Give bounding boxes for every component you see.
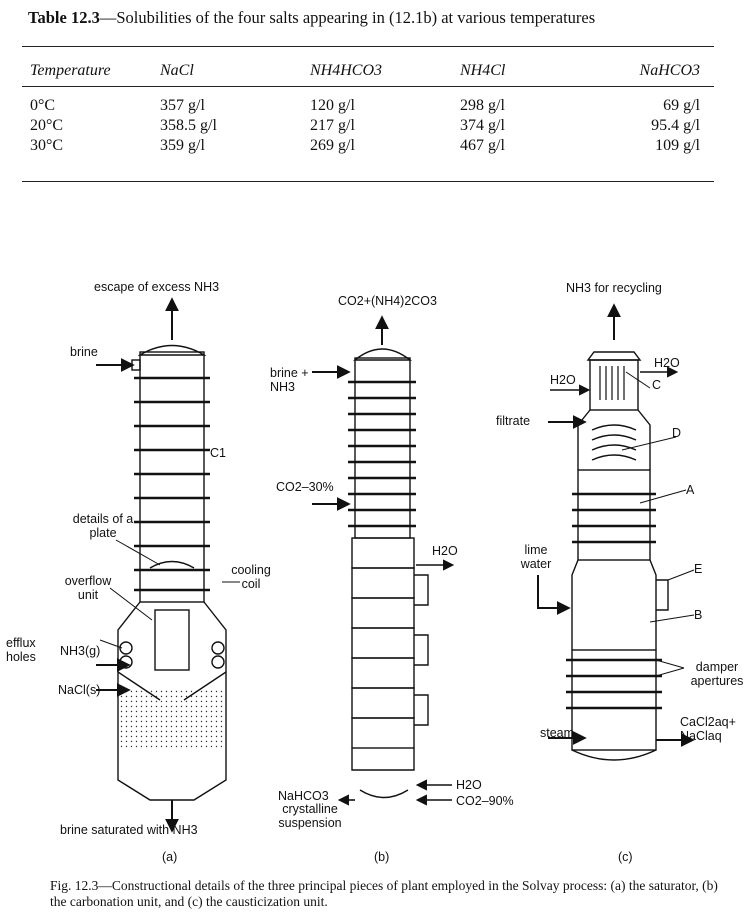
a-bottom-label: brine saturated with NH3 xyxy=(60,823,198,837)
b-h2o-bottom-label: H2O xyxy=(456,778,482,792)
a-top-label: escape of excess NH3 xyxy=(94,280,220,294)
cell-nacl: 359 g/l xyxy=(160,137,205,154)
c-lime-label: lime water xyxy=(520,543,552,571)
cell-nh4cl: 467 g/l xyxy=(460,137,505,154)
cell-nh4cl: 374 g/l xyxy=(460,117,505,134)
cell-nh4hco3: 269 g/l xyxy=(310,137,355,154)
b-h2o-top-label: H2O xyxy=(432,544,458,558)
cell-nahco3: 109 g/l xyxy=(655,137,700,154)
c-top-label: NH3 for recycling xyxy=(566,281,662,295)
causticization-unit-drawing xyxy=(537,303,695,761)
c-filtrate-label: filtrate xyxy=(496,414,531,428)
header-nh4hco3: NH4HCO3 xyxy=(310,62,383,79)
b-nahco3-label: NaHCO3 xyxy=(278,789,329,803)
header-nahco3: NaHCO3 xyxy=(639,62,700,79)
b-tag: (b) xyxy=(374,850,390,864)
cell-temp: 0°C xyxy=(30,97,56,114)
c-d-label: D xyxy=(672,426,682,440)
c-cacl-label: CaCl2aq+ NaClaq xyxy=(680,715,736,743)
c-b-label: B xyxy=(694,608,703,622)
solubility-table: Temperature NaCl NH4HCO3 NH4Cl NaHCO3 0°… xyxy=(22,56,714,156)
cell-temp: 20°C xyxy=(30,117,64,134)
table-header-rule xyxy=(22,86,714,87)
cell-nahco3: 69 g/l xyxy=(663,97,700,114)
cell-nacl: 357 g/l xyxy=(160,97,205,114)
table-row: 0°C 357 g/l 120 g/l 298 g/l 69 g/l xyxy=(22,96,714,116)
a-cooling-label: cooling coil xyxy=(231,563,271,591)
c-e-label: E xyxy=(694,562,703,576)
c-tag: (c) xyxy=(618,850,633,864)
table-row: 20°C 358.5 g/l 217 g/l 374 g/l 95.4 g/l xyxy=(22,116,714,136)
c-h2o-left-label: H2O xyxy=(550,373,576,387)
table-number: Table 12.3 xyxy=(28,8,100,27)
table-title: —Solubilities of the four salts appearin… xyxy=(99,8,596,27)
table-bottom-rule xyxy=(22,181,714,182)
cell-nh4hco3: 217 g/l xyxy=(310,117,355,134)
cell-temp: 30°C xyxy=(30,137,64,154)
carbonation-unit-drawing xyxy=(312,315,455,806)
cell-nh4hco3: 120 g/l xyxy=(310,97,355,114)
a-nh3-label: NH3(g) xyxy=(60,644,101,658)
a-details-label: details of a plate xyxy=(72,512,134,540)
table-top-rule xyxy=(22,46,714,47)
c-damper-label: damper apertures xyxy=(690,660,744,688)
b-brine-label: brine + NH3 xyxy=(270,366,309,394)
b-crystalline-label: crystalline suspension xyxy=(278,802,342,830)
c-a-label: A xyxy=(686,483,695,497)
header-nacl: NaCl xyxy=(160,62,194,79)
cell-nh4cl: 298 g/l xyxy=(460,97,505,114)
b-co2-90-label: CO2–90% xyxy=(456,794,514,808)
a-overflow-label: overflow unit xyxy=(64,574,112,602)
a-c1-label: C1 xyxy=(210,446,226,460)
c-h2o-right-label: H2O xyxy=(654,356,680,370)
cell-nahco3: 95.4 g/l xyxy=(651,117,700,134)
table-header-row: Temperature NaCl NH4HCO3 NH4Cl NaHCO3 xyxy=(22,56,714,86)
table-row: 30°C 359 g/l 269 g/l 467 g/l 109 g/l xyxy=(22,136,714,156)
table-caption: Table 12.3—Solubilities of the four salt… xyxy=(28,8,728,28)
a-efflux-label: efflux holes xyxy=(6,636,36,664)
cell-nacl: 358.5 g/l xyxy=(160,117,217,134)
b-top-label: CO2+(NH4)2CO3 xyxy=(338,294,437,308)
header-temperature: Temperature xyxy=(30,62,111,79)
figure-caption: Fig. 12.3—Constructional details of the … xyxy=(50,878,718,909)
saturator-drawing xyxy=(96,297,240,833)
header-nh4cl: NH4Cl xyxy=(460,62,506,79)
a-brine-label: brine xyxy=(70,345,98,359)
c-steam-label: steam xyxy=(540,726,575,740)
a-tag: (a) xyxy=(162,850,178,864)
c-c-label: C xyxy=(652,378,662,392)
a-nacl-label: NaCl(s) xyxy=(58,683,101,697)
b-co2-30-label: CO2–30% xyxy=(276,480,334,494)
